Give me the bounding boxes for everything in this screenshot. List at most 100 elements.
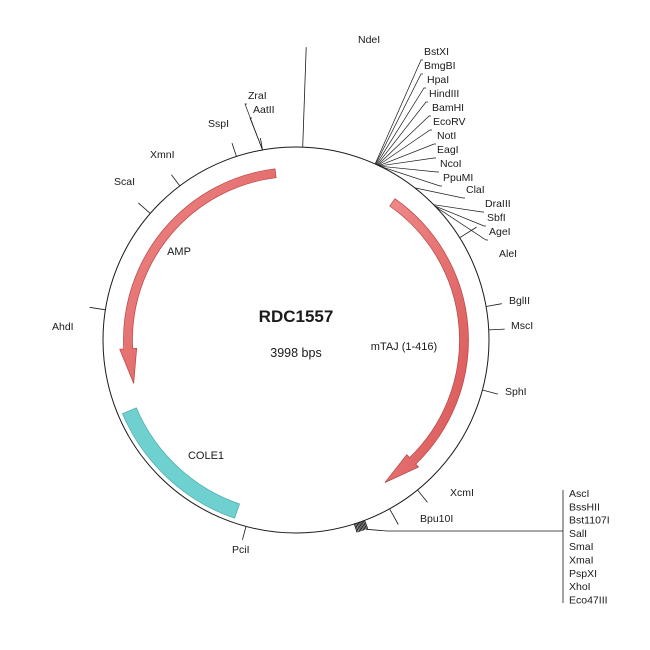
- site-label-xmni: XmnI: [150, 149, 175, 161]
- plasmid-name: RDC1557: [259, 307, 334, 326]
- site-tick-bamhi: [377, 115, 431, 166]
- site-label-xmai: XmaI: [569, 555, 594, 567]
- site-label-draiii: DraIII: [485, 198, 511, 210]
- site-tick-sbfi: [434, 205, 486, 227]
- site-sbfi: SbfI: [434, 205, 506, 227]
- feature-label-amp: AMP: [167, 246, 191, 258]
- site-label-smai: SmaI: [569, 541, 594, 553]
- site-tick-ecorv: [378, 129, 432, 166]
- site-tick-eco47iii: [353, 523, 358, 533]
- site-tick-xmni: [171, 174, 181, 187]
- feature-cole1: COLE1: [122, 407, 240, 519]
- site-label-agei: AgeI: [489, 226, 511, 238]
- site-label-aatii: AatII: [253, 104, 275, 116]
- site-bpu10i: Bpu10I: [389, 508, 453, 525]
- site-tick-alei: [459, 226, 477, 239]
- site-ecorv: EcoRV: [378, 116, 466, 166]
- site-tick-ncoi: [379, 165, 439, 173]
- site-sali: SalI: [360, 521, 587, 540]
- site-smai: SmaI: [359, 522, 594, 553]
- site-tick-ahdi: [89, 306, 106, 311]
- site-zrai: ZraI: [244, 90, 267, 151]
- features-layer: AMP mTAJ (1-416) COLE1: [119, 168, 469, 519]
- site-label-pcii: PciI: [232, 544, 250, 556]
- site-pcii: PciI: [232, 526, 250, 556]
- site-label-msci: MscI: [511, 320, 533, 332]
- site-tick-xhoi: [355, 523, 359, 533]
- site-bsshii: BssHII: [362, 501, 600, 530]
- site-tick-aatii: [249, 117, 263, 151]
- site-label-eco47iii: Eco47III: [569, 594, 608, 606]
- site-eagi: EagI: [379, 144, 459, 167]
- site-pspxi: PspXI: [356, 522, 597, 580]
- plasmid-size: 3998 bps: [270, 346, 321, 360]
- site-tick-smai: [359, 522, 363, 531]
- site-bmgbi: BmgBI: [375, 60, 456, 165]
- site-tick-bst1107i: [361, 521, 366, 530]
- zrai-aatii-shared-tick: [260, 138, 263, 150]
- feature-block-cole1: [122, 407, 240, 519]
- site-tick-bstxi: [374, 59, 423, 165]
- site-ncoi: NcoI: [379, 158, 462, 173]
- site-label-noti: NotI: [437, 130, 456, 142]
- site-tick-clai: [414, 187, 465, 199]
- site-xhoi: XhoI: [355, 523, 591, 593]
- site-xcmi: XcmI: [417, 487, 474, 503]
- site-ahdi: AhdI: [52, 306, 106, 333]
- site-label-xhoi: XhoI: [569, 581, 591, 593]
- site-alei: AleI: [459, 226, 517, 260]
- site-tick-agei: [435, 206, 488, 241]
- site-tick-hindiii: [376, 101, 428, 166]
- site-label-ndei: NdeI: [358, 34, 380, 46]
- site-aatii: AatII: [249, 104, 275, 151]
- site-tick-bglii: [486, 303, 502, 307]
- site-bglii: BglII: [486, 295, 530, 307]
- site-label-sphi: SphI: [505, 386, 527, 398]
- site-tick-pspxi: [356, 522, 361, 532]
- site-sphi: SphI: [482, 386, 527, 398]
- site-agei: AgeI: [435, 206, 511, 241]
- site-tick-pcii: [242, 526, 247, 541]
- site-label-bstxi: BstXI: [424, 46, 449, 58]
- site-label-xcmi: XcmI: [450, 487, 474, 499]
- site-msci: MscI: [488, 320, 533, 332]
- site-label-asci: AscI: [569, 488, 589, 500]
- site-label-clai: ClaI: [466, 184, 485, 196]
- site-bamhi: BamHI: [377, 102, 464, 166]
- site-tick-noti: [378, 143, 436, 167]
- site-tick-bsshii: [362, 520, 367, 530]
- site-label-pspxi: PspXI: [569, 568, 597, 580]
- site-eco47iii: Eco47III: [353, 523, 608, 606]
- site-tick-sspi: [231, 142, 237, 157]
- cluster-bracket: [366, 490, 564, 603]
- site-label-zrai: ZraI: [248, 90, 267, 102]
- site-label-ecorv: EcoRV: [433, 116, 466, 128]
- site-hpai: HpaI: [376, 74, 449, 165]
- site-ppumi: PpuMI: [380, 166, 473, 187]
- site-tick-bmgbi: [375, 73, 423, 165]
- site-noti: NotI: [378, 130, 456, 167]
- feature-label-mtaj-1-416: mTAJ (1-416): [371, 341, 437, 353]
- site-label-hindiii: HindIII: [429, 88, 459, 100]
- feature-amp: AMP: [119, 168, 277, 384]
- site-bstxi: BstXI: [374, 46, 449, 165]
- site-label-bmgbi: BmgBI: [424, 60, 456, 72]
- site-label-eagi: EagI: [437, 144, 459, 156]
- site-label-ppumi: PpuMI: [443, 172, 473, 184]
- site-bst1107i: Bst1107I: [361, 515, 610, 530]
- site-tick-sphi: [482, 389, 499, 395]
- site-label-ahdi: AhdI: [52, 321, 74, 333]
- site-xmni: XmnI: [150, 149, 181, 187]
- site-label-sbfi: SbfI: [487, 212, 506, 224]
- site-asci: AscI: [364, 488, 589, 529]
- site-tick-draiii: [433, 204, 484, 213]
- site-label-ncoi: NcoI: [440, 158, 462, 170]
- site-label-hpai: HpaI: [427, 74, 449, 86]
- cluster-leader-line: [366, 528, 563, 532]
- site-xmai: XmaI: [357, 522, 594, 567]
- site-tick-bpu10i: [389, 508, 399, 525]
- site-ndei: NdeI: [302, 34, 380, 148]
- feature-mtaj-1-416: mTAJ (1-416): [371, 198, 469, 483]
